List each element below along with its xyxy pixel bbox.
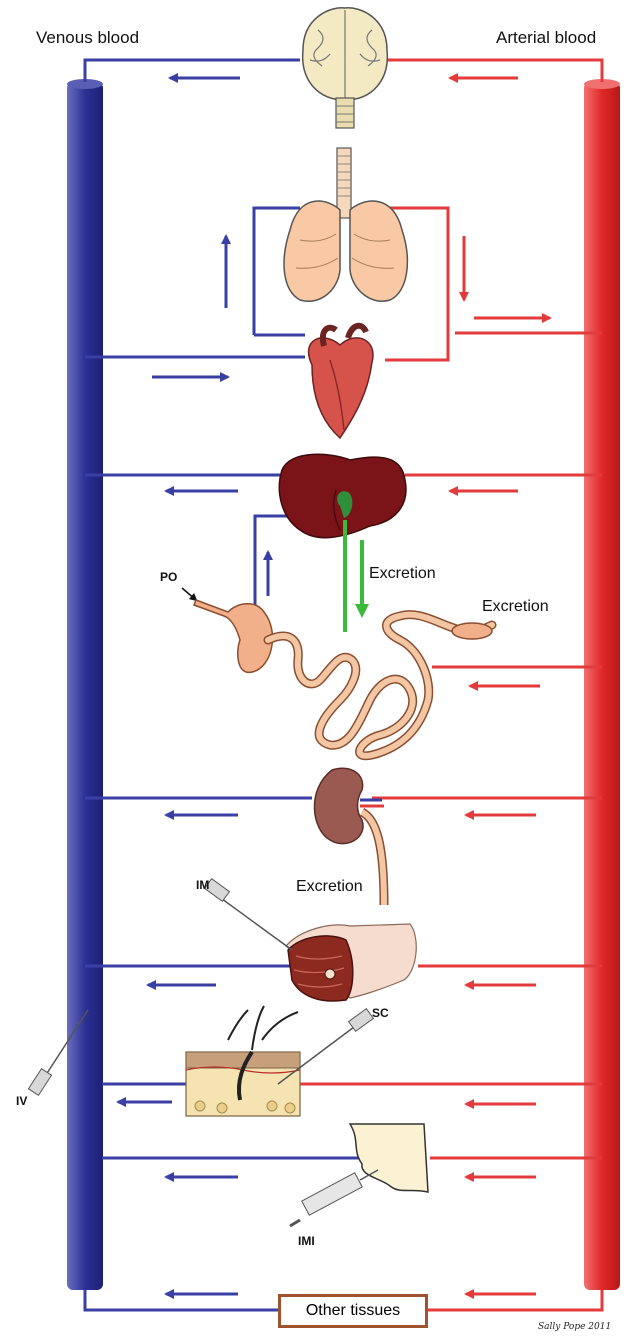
imi-syringe-icon xyxy=(290,1170,378,1226)
sc-needle-icon xyxy=(278,1009,373,1084)
brain-icon xyxy=(303,8,388,128)
liver-icon xyxy=(279,454,406,537)
portal-vein-line xyxy=(255,516,290,612)
iv-route-label: IV xyxy=(16,1094,27,1108)
arterial-vessel xyxy=(584,79,620,1290)
other-tissues-box: Other tissues xyxy=(278,1294,428,1328)
po-pointer-arrow xyxy=(182,588,196,600)
muscle-icon xyxy=(286,924,416,1001)
im-route-label: IM xyxy=(196,878,209,892)
skin-icon xyxy=(186,1006,300,1116)
venous-blood-label: Venous blood xyxy=(36,28,139,48)
venous-vessel xyxy=(67,79,103,1290)
arterial-blood-label: Arterial blood xyxy=(496,28,596,48)
lungs-icon xyxy=(284,148,407,301)
artist-credit: Sally Pope 2011 xyxy=(538,1322,611,1332)
po-route-label: PO xyxy=(160,570,177,584)
excretion-label-urine: Excretion xyxy=(296,878,363,896)
imi-route-label: IMI xyxy=(298,1234,315,1248)
im-needle-icon xyxy=(205,879,292,950)
sc-route-label: SC xyxy=(372,1006,389,1020)
tissue-icon xyxy=(350,1124,428,1192)
excretion-label-bile: Excretion xyxy=(369,565,436,583)
heart-icon xyxy=(309,326,373,438)
excretion-label-feces: Excretion xyxy=(482,598,549,616)
